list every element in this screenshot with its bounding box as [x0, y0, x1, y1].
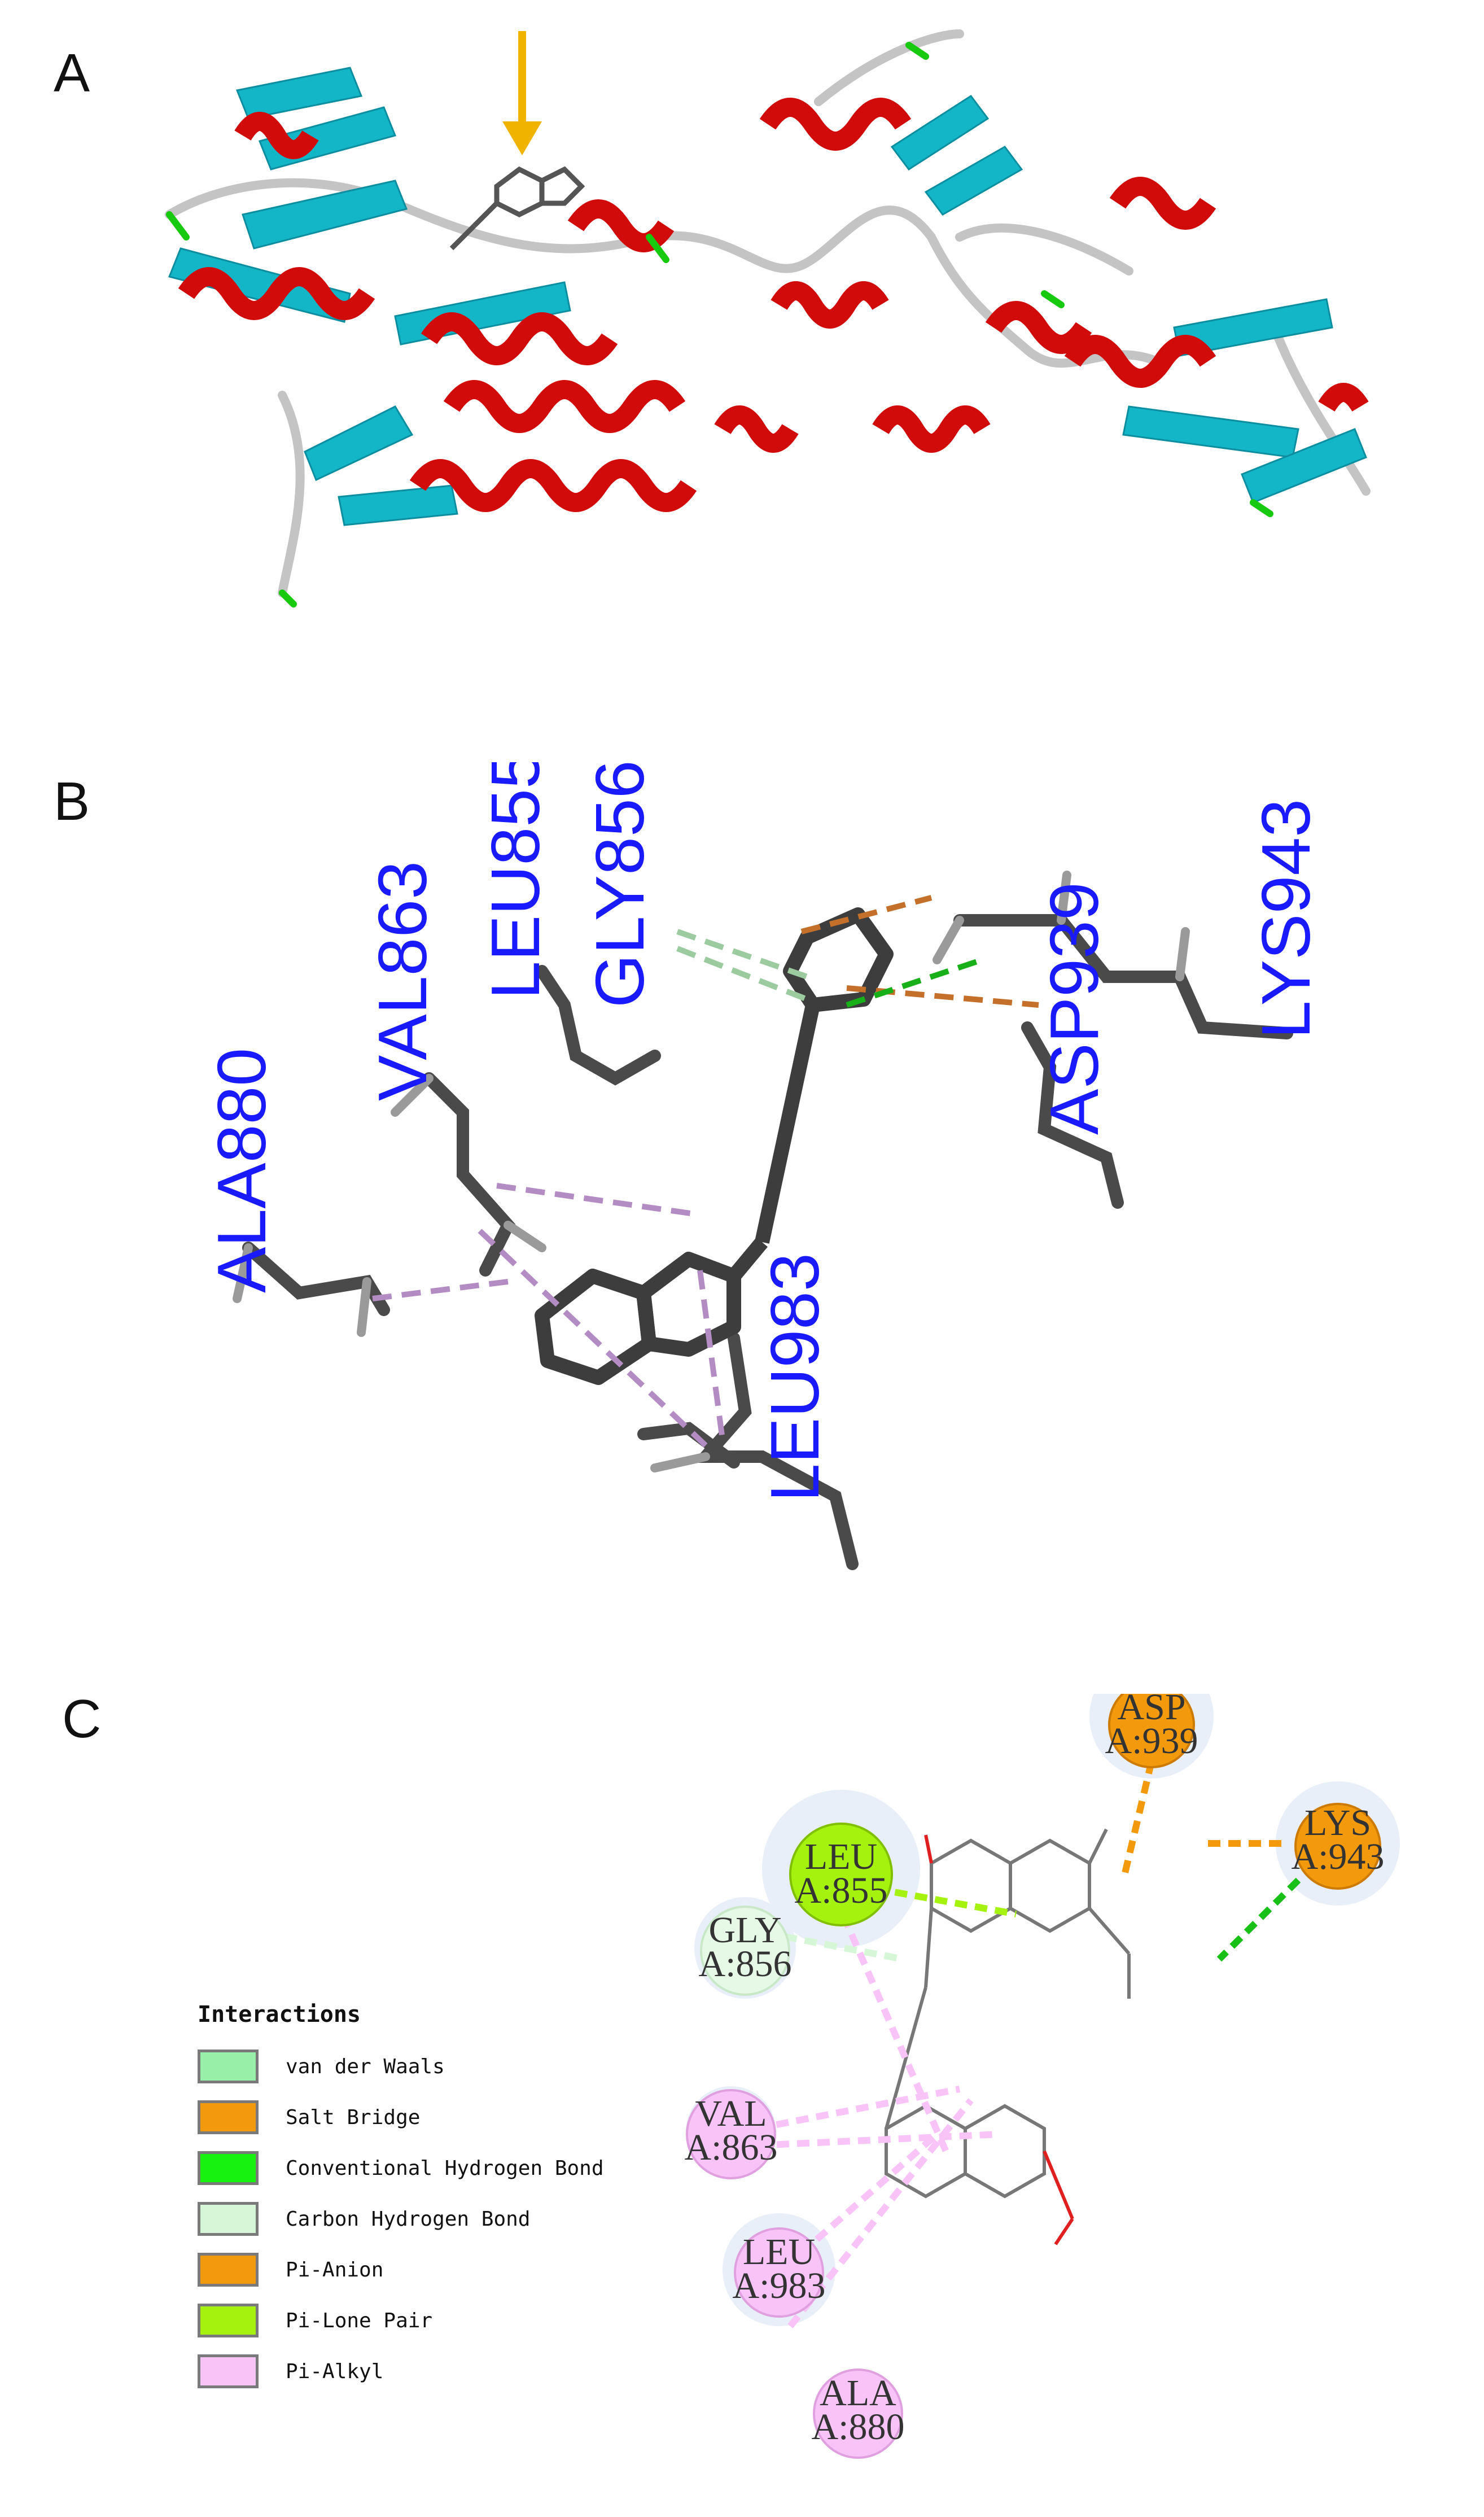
ligand-oxygens: [924, 1834, 1074, 2245]
residue-sticks: [242, 914, 1293, 1570]
legend-label: van der Waals: [286, 2055, 445, 2078]
residue-label-ala880: ALA880: [203, 1048, 280, 1293]
residue-label-val863: VAL863: [364, 861, 441, 1101]
node-ala880: ALA A:880: [812, 2369, 905, 2459]
legend-item: Pi-Alkyl: [198, 2346, 706, 2397]
node-gly856: GLY A:856: [699, 1906, 792, 1996]
legend-label: Pi-Lone Pair: [286, 2309, 433, 2332]
legend-label: Pi-Anion: [286, 2258, 384, 2282]
legend-item: Salt Bridge: [198, 2092, 706, 2143]
panel-a-label: A: [54, 43, 90, 103]
beta-sheets: [168, 67, 1367, 526]
legend-swatch: [198, 2151, 259, 2185]
residue-label-lys943: LYS943: [1247, 799, 1324, 1039]
svg-text:A:983: A:983: [733, 2265, 826, 2306]
svg-text:A:943: A:943: [1292, 1836, 1385, 1877]
svg-text:LEU: LEU: [805, 1836, 877, 1877]
svg-text:VAL: VAL: [695, 2093, 767, 2134]
legend-title: Interactions: [198, 2002, 361, 2027]
svg-text:A:855: A:855: [795, 1870, 888, 1911]
panel-c-interaction-2d: ASP A:939 LEU A:855 LYS A:943 GLY A:856 …: [685, 1694, 1400, 2459]
legend-swatch: [198, 2202, 259, 2236]
legend-swatch: [198, 2253, 259, 2287]
legend-item: Carbon Hydrogen Bond: [198, 2193, 706, 2244]
ligand-stick: [449, 166, 585, 251]
legend-swatch: [198, 2354, 259, 2388]
svg-text:LYS: LYS: [1304, 1802, 1371, 1843]
legend-label: Carbon Hydrogen Bond: [286, 2207, 531, 2231]
legend-swatch: [198, 2304, 259, 2337]
node-leu855: LEU A:855: [789, 1823, 893, 1926]
svg-text:A:939: A:939: [1105, 1720, 1198, 1762]
panel-b-interaction-3d: ALA880 VAL863 LEU855 GLY856 ASP939 LYS94…: [203, 762, 1324, 1570]
legend-item: Pi-Lone Pair: [198, 2295, 706, 2346]
residue-label-gly856: GLY856: [581, 762, 658, 1008]
node-val863: VAL A:863: [685, 2089, 778, 2179]
node-asp939: ASP A:939: [1105, 1694, 1198, 1768]
ligand-2d: [885, 1828, 1131, 2199]
legend-item: Conventional Hydrogen Bond: [198, 2143, 706, 2193]
svg-text:LEU: LEU: [743, 2231, 815, 2273]
svg-text:ASP: ASP: [1117, 1694, 1185, 1728]
svg-text:A:856: A:856: [699, 1943, 792, 1985]
panel-c-label: C: [62, 1689, 102, 1749]
svg-text:A:880: A:880: [812, 2406, 905, 2448]
panel-a-ribbon-structure: [165, 29, 1371, 608]
residue-label-leu983: LEU983: [756, 1253, 833, 1502]
residue-label-leu855: LEU855: [477, 762, 554, 999]
svg-text:ALA: ALA: [820, 2372, 896, 2414]
residue-label-asp939: ASP939: [1036, 882, 1113, 1135]
svg-text:A:863: A:863: [685, 2127, 778, 2168]
legend-item: Pi-Anion: [198, 2244, 706, 2295]
legend-label: Salt Bridge: [286, 2105, 421, 2129]
arrow-marker: [502, 31, 542, 155]
legend-swatch: [198, 2050, 259, 2083]
hydrogen-sticks: [233, 871, 1190, 1472]
interaction-dashes: [372, 895, 1039, 1448]
panel-b-label: B: [54, 771, 90, 832]
legend-label: Pi-Alkyl: [286, 2359, 384, 2383]
node-leu983: LEU A:983: [733, 2227, 826, 2318]
legend-item: van der Waals: [198, 2041, 706, 2092]
turns: [166, 42, 1273, 608]
legend-label: Conventional Hydrogen Bond: [286, 2156, 604, 2180]
legend-swatch: [198, 2100, 259, 2134]
node-lys943: LYS A:943: [1292, 1802, 1385, 1890]
svg-text:GLY: GLY: [708, 1909, 781, 1951]
